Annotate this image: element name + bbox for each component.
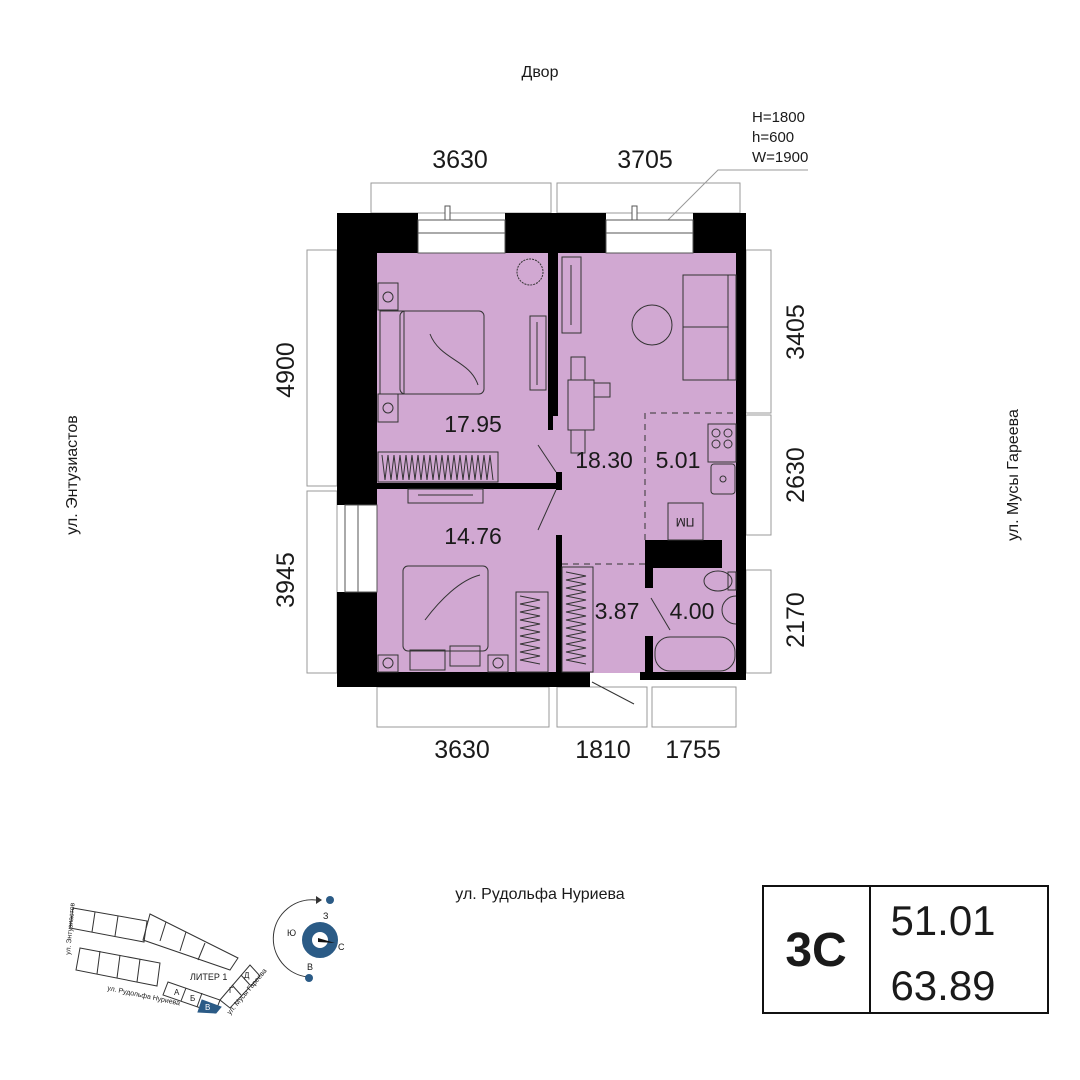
dim-bottom-3: 1755 (665, 736, 721, 764)
orientation-bottom: ул. Рудольфа Нуриева (455, 886, 625, 903)
compass-south: Ю (287, 928, 296, 938)
window-spec-H: H=1800 (752, 109, 805, 126)
dim-top-1: 3630 (432, 146, 488, 174)
section-d: Д (244, 971, 250, 980)
site-plan (69, 907, 261, 1014)
apartment-type: 3С (785, 924, 846, 977)
dim-left-2: 3945 (272, 552, 300, 608)
window-spec-h: h=600 (752, 129, 794, 146)
dim-bottom-1: 3630 (434, 736, 490, 764)
zone-dividers (562, 412, 736, 565)
compass-west: З (323, 911, 328, 921)
orientation-right: ул. Мусы Гареева (1005, 409, 1022, 541)
furniture (377, 256, 737, 705)
area-living: 18.30 (575, 447, 633, 473)
section-a: А (174, 988, 180, 997)
area-bathroom: 4.00 (670, 598, 715, 624)
dim-right-1: 3405 (782, 304, 810, 360)
compass (272, 896, 338, 982)
summary-box (762, 885, 1049, 1014)
dim-right-3: 2170 (782, 592, 810, 648)
windows (344, 205, 694, 593)
site-liter: ЛИТЕР 1 (190, 972, 227, 982)
dim-bottom-2: 1810 (575, 736, 631, 764)
dim-top-2: 3705 (617, 146, 673, 174)
section-g: Г (229, 986, 234, 995)
orientation-left: ул. Энтузиастов (64, 415, 81, 534)
site-street-bottom: ул. Рудольфа Нуриева (107, 985, 181, 1007)
orientation-top: Двор (522, 64, 559, 81)
section-v: В (205, 1003, 210, 1012)
dim-right-2: 2630 (782, 447, 810, 503)
walls (337, 213, 746, 687)
living-area: 51.01 (890, 897, 995, 944)
area-bedroom-2: 14.76 (444, 523, 502, 549)
section-b: Б (190, 994, 195, 1003)
compass-east: В (307, 962, 313, 972)
dim-left-1: 4900 (272, 342, 300, 398)
area-hall: 3.87 (595, 598, 640, 624)
total-area: 63.89 (890, 962, 995, 1009)
area-bedroom-1: 17.95 (444, 411, 502, 437)
compass-north: С (338, 942, 345, 952)
dishwasher-label: ПМ (676, 515, 695, 529)
area-kitchen: 5.01 (656, 447, 701, 473)
site-street-left: ул. Энтузиастов (65, 902, 77, 955)
window-spec-W: W=1900 (752, 149, 808, 166)
